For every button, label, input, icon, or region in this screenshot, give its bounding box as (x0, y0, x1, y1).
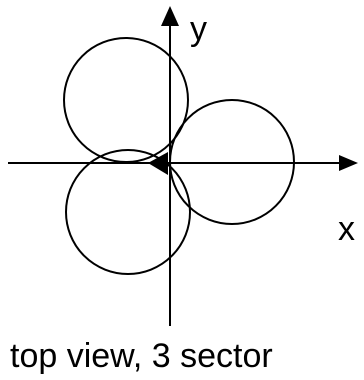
sector-circle-bottom (65, 149, 191, 275)
x-axis-arrow-icon (339, 155, 358, 171)
x-axis-label: x (338, 210, 355, 248)
origin-antenna-icon (148, 152, 168, 175)
y-axis-arrow-icon (161, 6, 179, 26)
diagram-caption: top view, 3 sector (10, 337, 273, 375)
y-axis-label: y (190, 10, 207, 48)
